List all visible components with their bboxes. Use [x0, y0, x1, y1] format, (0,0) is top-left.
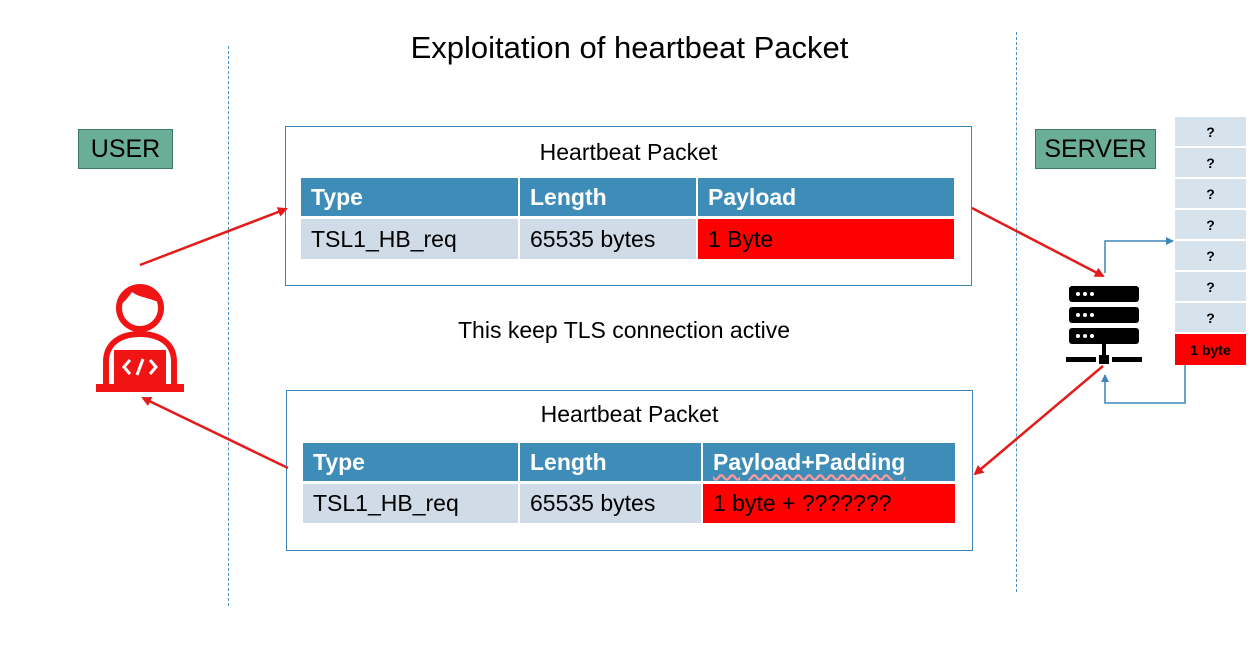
request-value-type: TSL1_HB_req — [301, 219, 518, 259]
request-packet-title: Heartbeat Packet — [539, 139, 718, 165]
request-value-payload: 1 Byte — [698, 219, 954, 259]
server-label: SERVER — [1035, 129, 1156, 169]
response-value-payload: 1 byte + ??????? — [703, 484, 955, 523]
arrow-user-to-request — [139, 207, 288, 267]
connector-server-to-memory — [1104, 237, 1174, 273]
request-value-length: 65535 bytes — [520, 219, 696, 259]
request-header-length: Length — [520, 178, 696, 216]
request-header-payload: Payload — [698, 178, 954, 216]
memory-cell: ? — [1175, 117, 1246, 148]
diagram-title: Exploitation of heartbeat Packet — [410, 30, 849, 65]
response-packet-title: Heartbeat Packet — [540, 401, 719, 427]
memory-cell: ? — [1175, 148, 1246, 179]
user-divider — [228, 46, 229, 606]
user-label: USER — [78, 129, 173, 169]
arrow-server-to-response — [973, 365, 1104, 476]
response-header-length: Length — [520, 443, 701, 481]
response-header-type: Type — [303, 443, 518, 481]
memory-cell: ? — [1175, 179, 1246, 210]
arrow-response-to-user — [141, 396, 289, 470]
connector-memory-to-server — [1101, 365, 1186, 404]
arrow-request-to-server — [971, 206, 1105, 278]
memory-cell-leaked: 1 byte — [1175, 334, 1246, 365]
response-value-type: TSL1_HB_req — [303, 484, 518, 523]
memory-cell: ? — [1175, 210, 1246, 241]
memory-cell: ? — [1175, 303, 1246, 334]
request-header-type: Type — [301, 178, 518, 216]
memory-cell: ? — [1175, 272, 1246, 303]
server-rack-icon — [1066, 285, 1146, 367]
memory-cell: ? — [1175, 241, 1246, 272]
server-divider — [1016, 32, 1017, 592]
response-header-payload-padding-text: Payload+Padding — [713, 448, 906, 475]
developer-laptop-icon — [92, 276, 188, 396]
connection-note: This keep TLS connection active — [458, 317, 790, 343]
response-value-length: 65535 bytes — [520, 484, 701, 523]
response-header-payload-padding: Payload+Padding — [703, 443, 955, 481]
